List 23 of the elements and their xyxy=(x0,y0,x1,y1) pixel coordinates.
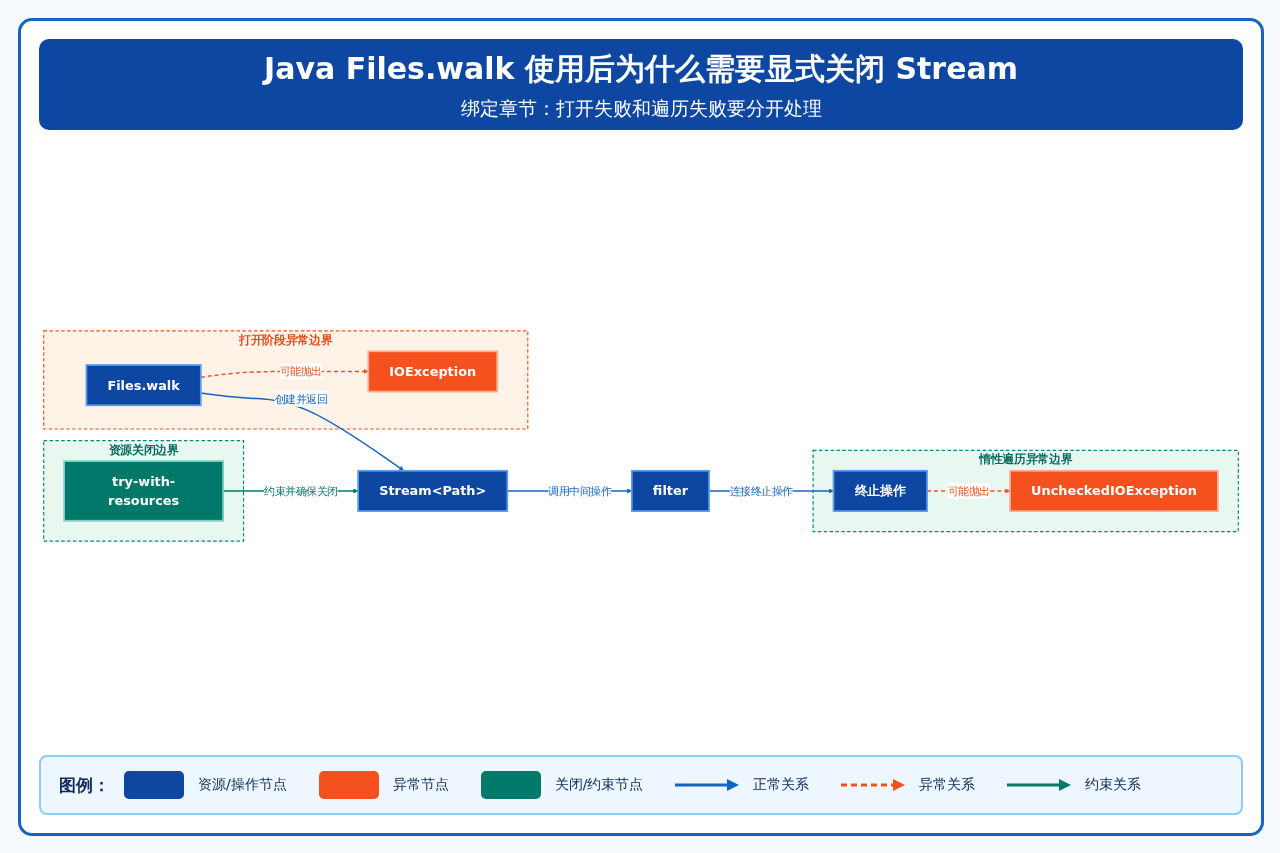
node-box: IOException xyxy=(367,350,499,393)
subtitle: 绑定章节：打开失败和遍历失败要分开处理 xyxy=(460,96,822,121)
node-box: Files.walk xyxy=(85,364,202,407)
legend-label: 正常关系 xyxy=(753,776,810,794)
legend-label: 约束关系 xyxy=(1085,776,1142,794)
legend-heading: 图例： xyxy=(59,773,110,797)
edge-label: 调用中间操作 xyxy=(548,484,612,498)
node-box: Stream<Path> xyxy=(357,469,509,512)
legend-label: 异常关系 xyxy=(919,776,976,794)
edge-label: 可能抛出 xyxy=(279,365,322,378)
legend-label: 关闭/约束节点 xyxy=(554,776,644,794)
node-box: try-with-resources xyxy=(63,460,224,522)
edge-label: 可能抛出 xyxy=(947,484,990,498)
legend-label: 资源/操作节点 xyxy=(198,776,287,794)
node-box: filter xyxy=(630,469,710,512)
arrow xyxy=(200,392,405,471)
edge-label: 连接终止操作 xyxy=(729,484,793,498)
title: Java Files.walk 使用后为什么需要显式关闭 Stream xyxy=(264,50,1018,88)
node-box: 终止操作 xyxy=(832,469,928,512)
legend-label: 异常节点 xyxy=(392,776,449,794)
edge-label: 约束并确保关闭 xyxy=(264,484,338,498)
node-box: UncheckedIOException xyxy=(1009,469,1219,512)
edge-label: 创建并返回 xyxy=(274,392,328,406)
